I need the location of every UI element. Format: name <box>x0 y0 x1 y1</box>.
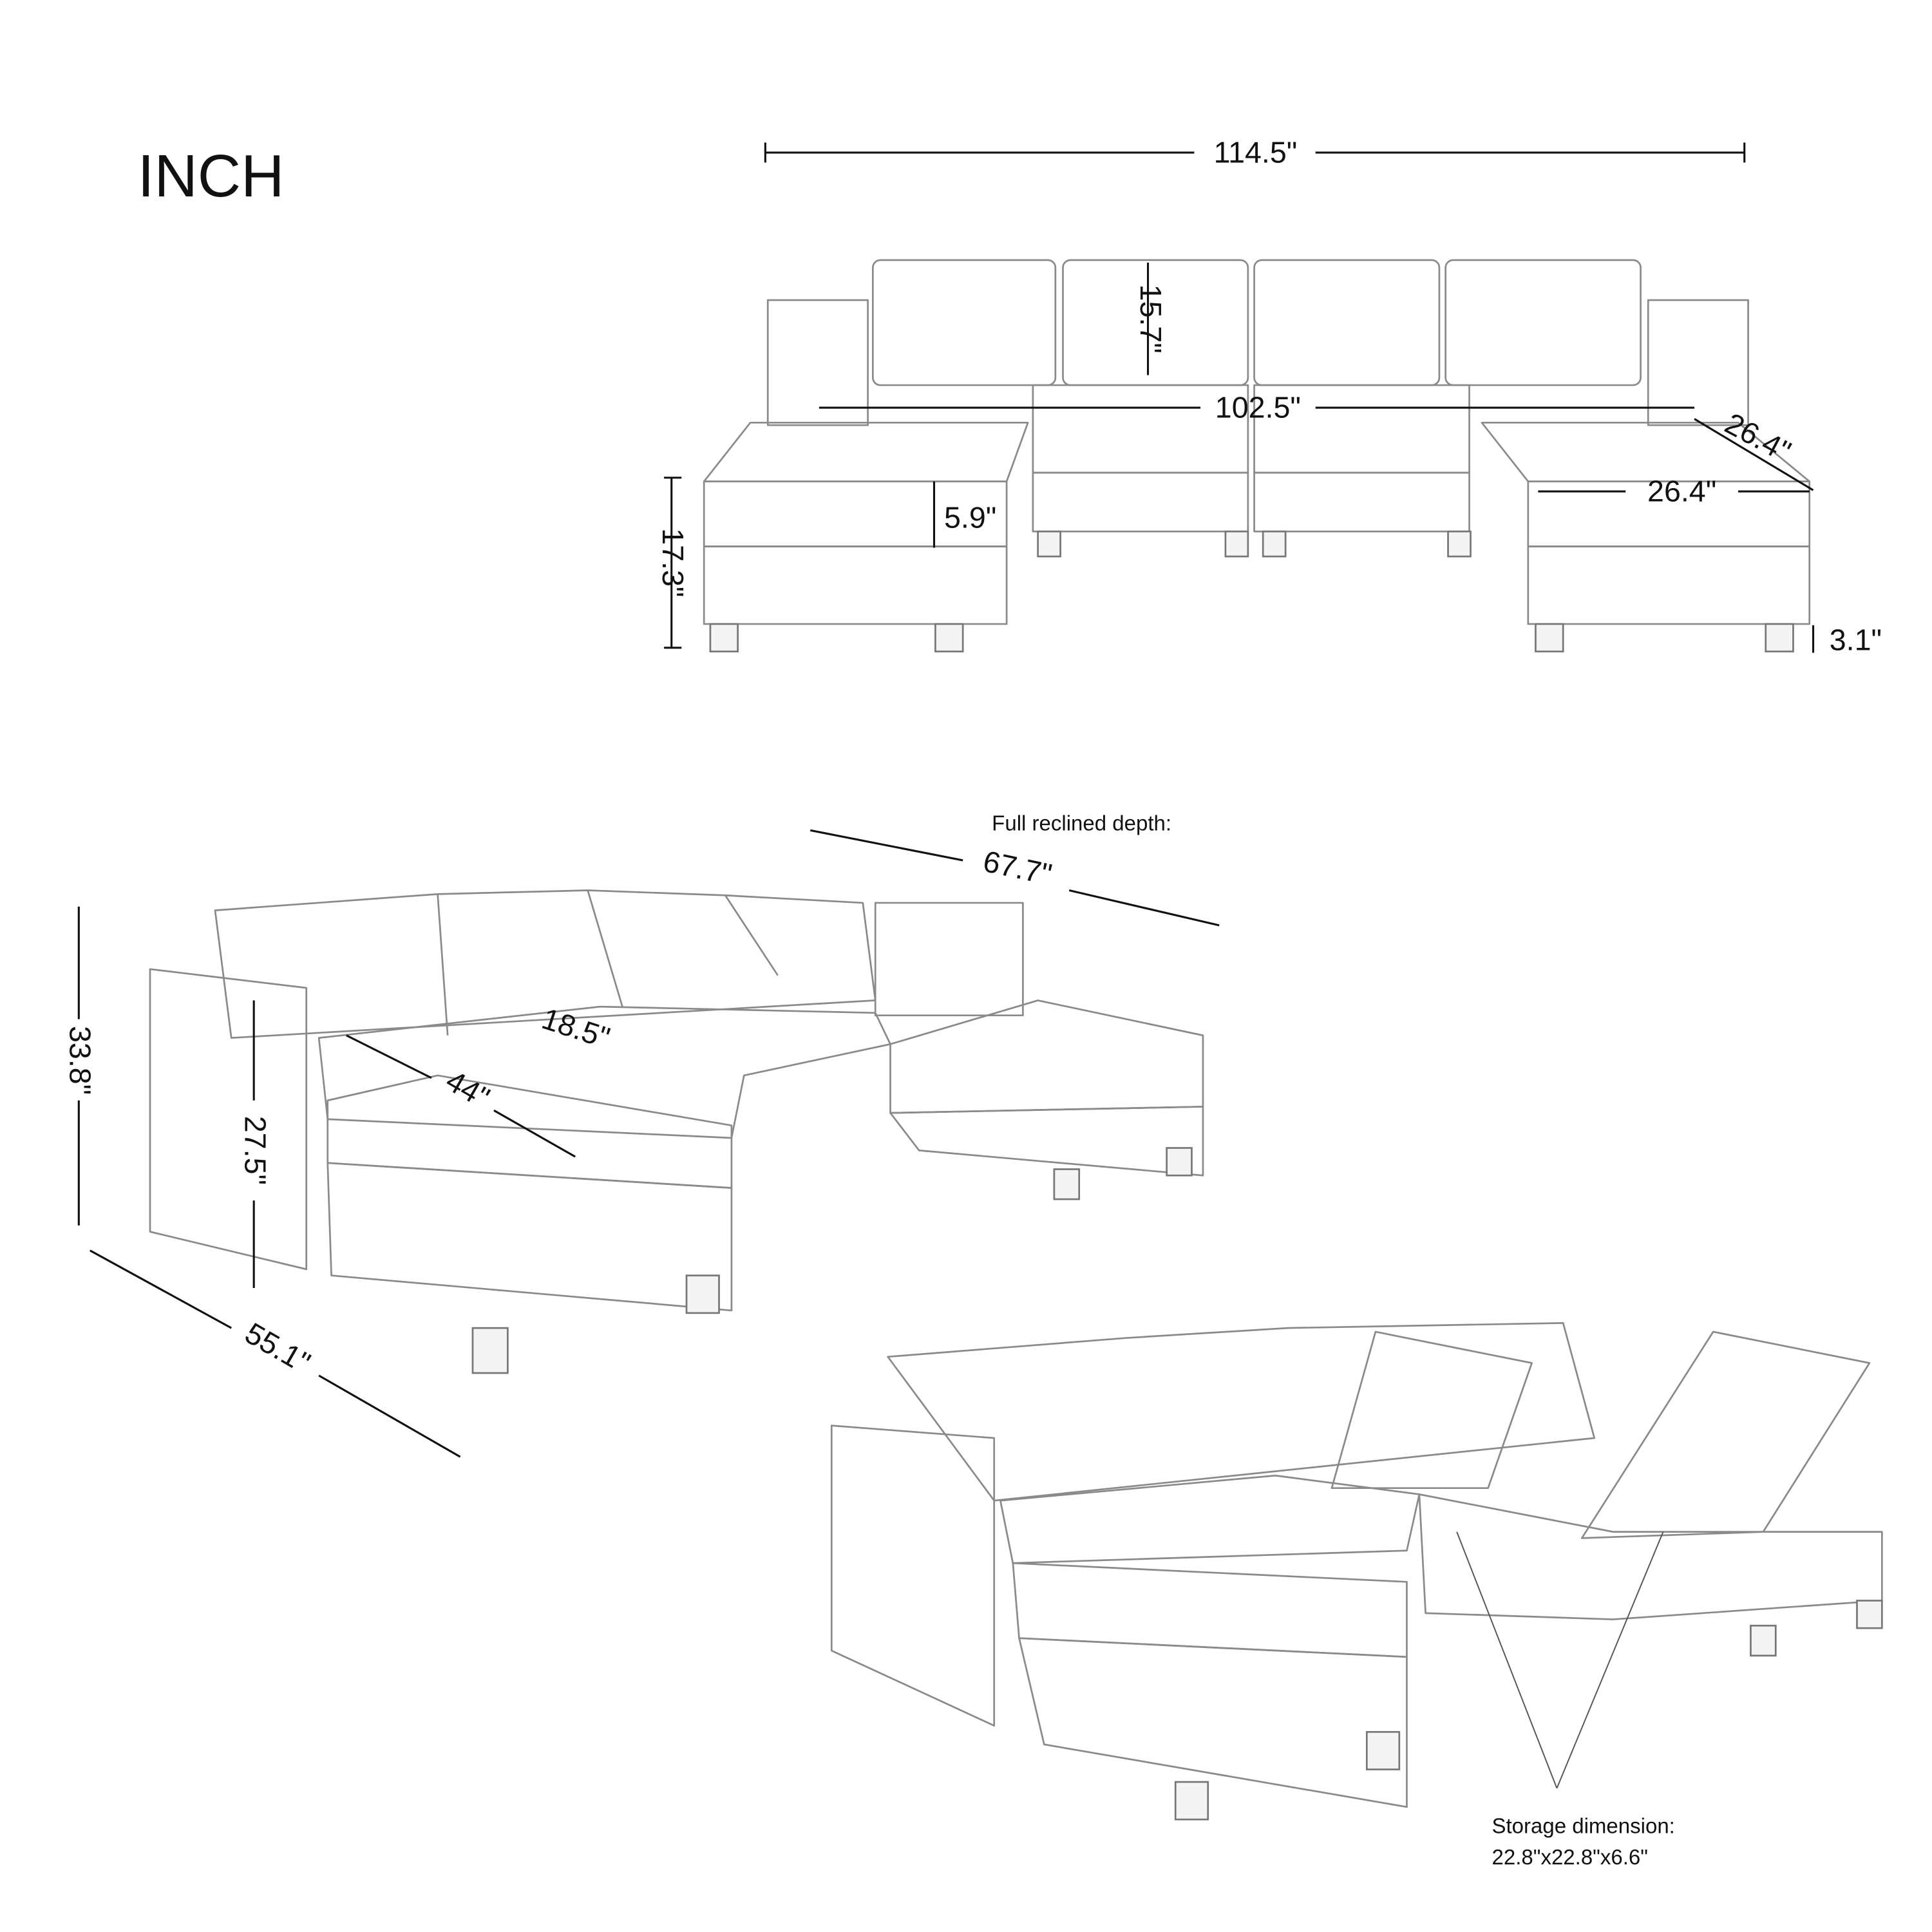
leg-height-label: 3.1" <box>1830 623 1882 657</box>
storage-view-sofa <box>830 1322 1883 1821</box>
overall-depth-label: 55.1" <box>240 1316 316 1380</box>
arm-height-label: 27.5" <box>239 1116 272 1185</box>
seat-height-label: 17.3" <box>656 528 690 597</box>
reclined-depth-caption: Full reclined depth: <box>992 811 1171 835</box>
chaise-width-label: 26.4" <box>1647 475 1716 508</box>
unit-label: INCH <box>138 142 285 209</box>
seat-cushion-thickness-label: 5.9" <box>944 500 996 534</box>
front-view-dimensions: 114.5" 15.7" 102.5" 26.4" 26.4" 5.9" 17.… <box>656 135 1882 656</box>
side-view-sofa <box>149 889 1204 1374</box>
overall-height-label: 33.8" <box>64 1026 97 1095</box>
storage-dimensions: 22.8"x22.8"x6.6" <box>1492 1845 1648 1869</box>
overall-width-label: 114.5" <box>1214 135 1298 169</box>
storage-caption: Storage dimension: <box>1492 1814 1675 1838</box>
seat-width-label: 102.5" <box>1215 391 1301 424</box>
back-cushion-height-label: 15.7" <box>1134 285 1168 354</box>
chaise-depth-label: 26.4" <box>1719 406 1796 468</box>
chaise-length-label: 44" <box>440 1063 495 1114</box>
front-view-sofa <box>703 259 1811 653</box>
reclined-depth-label: 67.7" <box>980 844 1055 891</box>
